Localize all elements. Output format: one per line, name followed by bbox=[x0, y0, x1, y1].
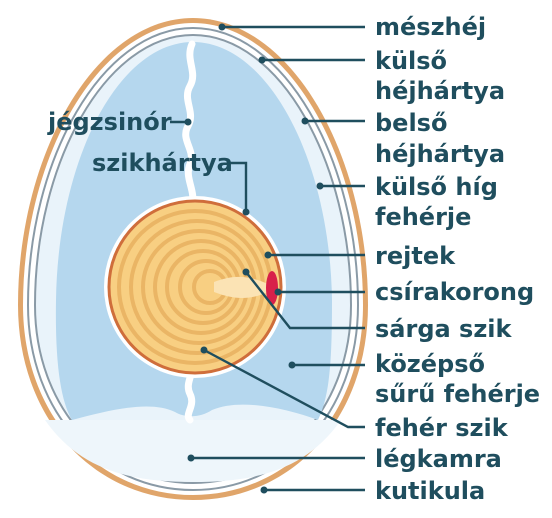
label-feher-szik: fehér szik bbox=[375, 414, 509, 442]
label-kulso-hejhartya-2: héjhártya bbox=[375, 77, 505, 105]
label-kulso-hejhartya-1: külső bbox=[375, 47, 447, 75]
labels-right: mészhéj külső héjhártya belső héjhártya … bbox=[375, 13, 540, 505]
label-meszhej: mészhéj bbox=[375, 13, 486, 41]
label-belso-hejhartya-1: belső bbox=[375, 109, 447, 137]
chalaza-upper bbox=[182, 40, 197, 209]
outer-shell-membrane bbox=[26, 26, 360, 492]
label-kulso-hig-feherje-2: fehérje bbox=[375, 203, 471, 231]
germinal-disc bbox=[266, 271, 278, 305]
leader-lines bbox=[170, 23, 365, 494]
label-kozepso-suru-feherje-1: középső bbox=[375, 350, 485, 378]
label-szikhartya: szikhártya bbox=[92, 149, 233, 177]
labels-inner: jégzsinór szikhártya bbox=[47, 108, 233, 177]
air-cell-region bbox=[45, 420, 341, 482]
label-jegzsinor: jégzsinór bbox=[47, 108, 172, 136]
label-legkamra: légkamra bbox=[375, 445, 502, 473]
label-csirakorong: csírakorong bbox=[375, 278, 534, 306]
yolk-rings bbox=[117, 209, 273, 365]
label-rejtek: rejtek bbox=[375, 242, 456, 270]
label-sarga-szik: sárga szik bbox=[375, 315, 513, 343]
label-belso-hejhartya-2: héjhártya bbox=[375, 140, 505, 168]
label-kulso-hig-feherje-1: külső híg bbox=[375, 173, 498, 201]
label-kutikula: kutikula bbox=[375, 477, 485, 505]
label-kozepso-suru-feherje-2: sűrű fehérje bbox=[375, 380, 540, 408]
